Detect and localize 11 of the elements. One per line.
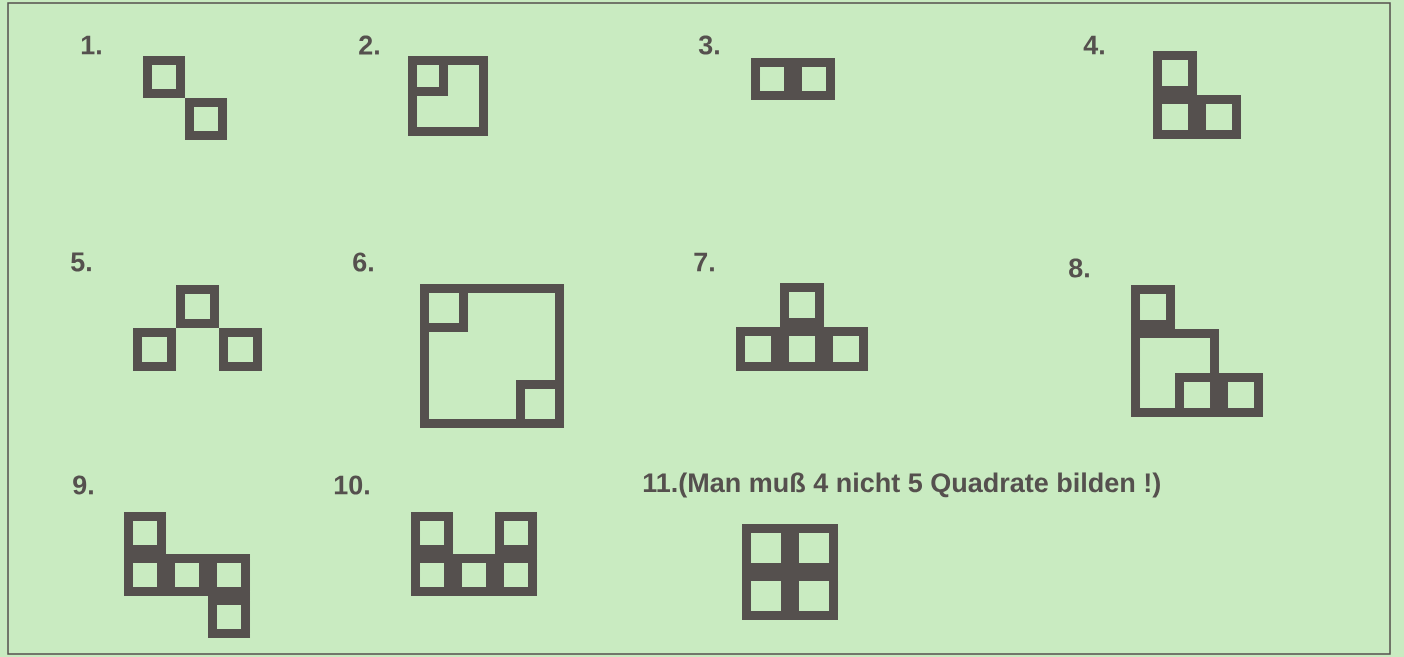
- figure-number: 1.: [81, 35, 101, 55]
- figure-number: 6.: [353, 252, 373, 272]
- figure-number: 2.: [359, 35, 379, 55]
- figure-number: 3.: [698, 35, 719, 55]
- figure-number: 10.: [334, 475, 369, 495]
- figure-number: 4.: [1083, 35, 1104, 55]
- figure-number: 9.: [73, 475, 93, 495]
- figure-number: 7.: [694, 252, 714, 272]
- figure-number: 11.(Man muß 4 nicht 5 Quadrate bilden !): [643, 472, 1160, 498]
- figure-number: 8.: [1069, 258, 1089, 278]
- figure-number: 5.: [71, 252, 91, 272]
